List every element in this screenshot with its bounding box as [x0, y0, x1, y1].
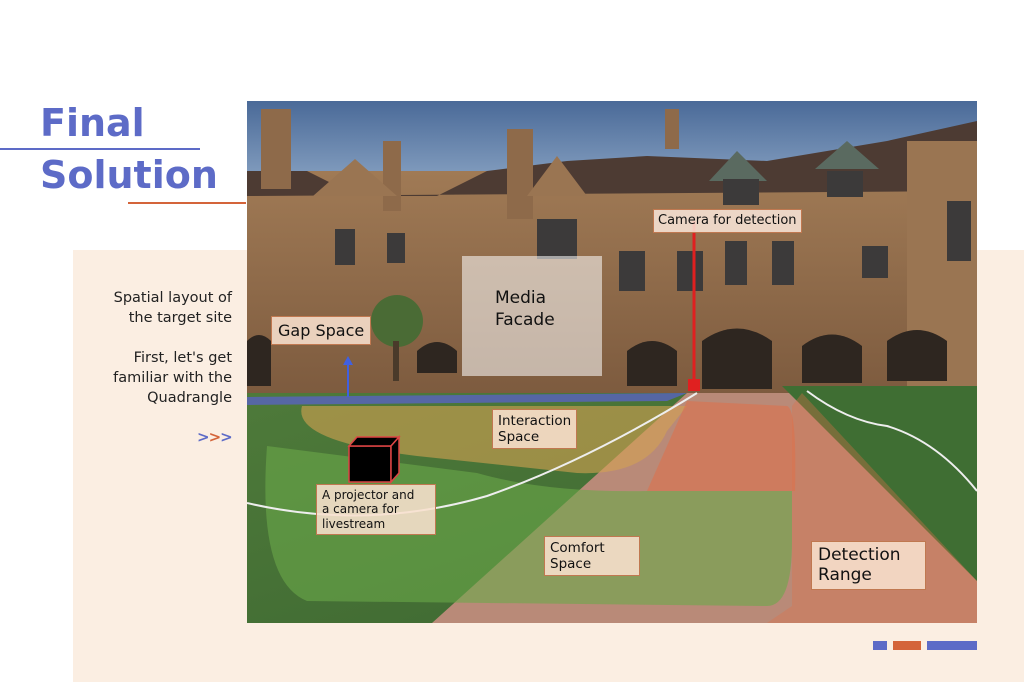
- camera-marker: [688, 379, 700, 391]
- side-text-intro: First, let's get familiar with the Quadr…: [113, 348, 232, 408]
- slide-title-line2: Solution: [40, 153, 218, 197]
- tree-trunk: [393, 341, 399, 381]
- roof: [247, 121, 977, 196]
- decor-bar-blue-large: [927, 641, 977, 650]
- media-facade-line: Facade: [495, 310, 555, 331]
- side-text-line: familiar with the: [113, 370, 232, 386]
- gap-space-label: Gap Space: [271, 316, 372, 346]
- media-facade-label: Media Facade: [495, 287, 555, 331]
- gap-space-zone: [247, 393, 687, 405]
- next-arrows-icon[interactable]: >>>: [197, 428, 233, 446]
- camera-detection-label: Camera for detection: [653, 209, 802, 233]
- media-facade-line: Media: [495, 288, 547, 308]
- projector-cube-icon: [347, 435, 401, 484]
- slide-title-line1: Final: [40, 101, 145, 145]
- detection-zone-upper: [647, 401, 796, 491]
- detection-range-label: Detection Range: [811, 541, 926, 590]
- windows: [335, 171, 971, 291]
- gable: [527, 156, 587, 196]
- chimney: [507, 129, 533, 219]
- side-text-layout: Spatial layout of the target site: [114, 288, 232, 328]
- side-text-line: the target site: [128, 310, 232, 326]
- title-rule-blue: [0, 148, 200, 150]
- interaction-space-label: Interaction Space: [492, 409, 578, 450]
- dormer: [815, 141, 879, 169]
- arches: [247, 328, 947, 389]
- side-text-line: Spatial layout of: [113, 290, 232, 306]
- chimney: [261, 109, 291, 189]
- chimney: [665, 109, 679, 149]
- side-text-line: Quadrangle: [147, 390, 232, 406]
- lawn-right: [782, 386, 977, 581]
- gable: [313, 159, 397, 196]
- quadrangle-photo: Media Facade Camera for detection Gap Sp…: [247, 101, 977, 623]
- fence-rope: [806, 390, 977, 492]
- comfort-space-label: Comfort Space: [544, 536, 640, 577]
- media-facade-zone: [462, 256, 602, 376]
- side-text-line: First, let's get: [133, 350, 232, 366]
- dormer: [709, 151, 767, 181]
- projector-label: A projector and a camera for livestream: [316, 484, 436, 536]
- title-rule-orange: [128, 202, 246, 204]
- decor-bar-orange: [893, 641, 921, 650]
- tree: [371, 295, 423, 347]
- decor-bar-blue-small: [873, 641, 887, 650]
- chimney: [383, 141, 401, 211]
- building: [247, 171, 977, 401]
- gap-arrow-head: [343, 356, 353, 365]
